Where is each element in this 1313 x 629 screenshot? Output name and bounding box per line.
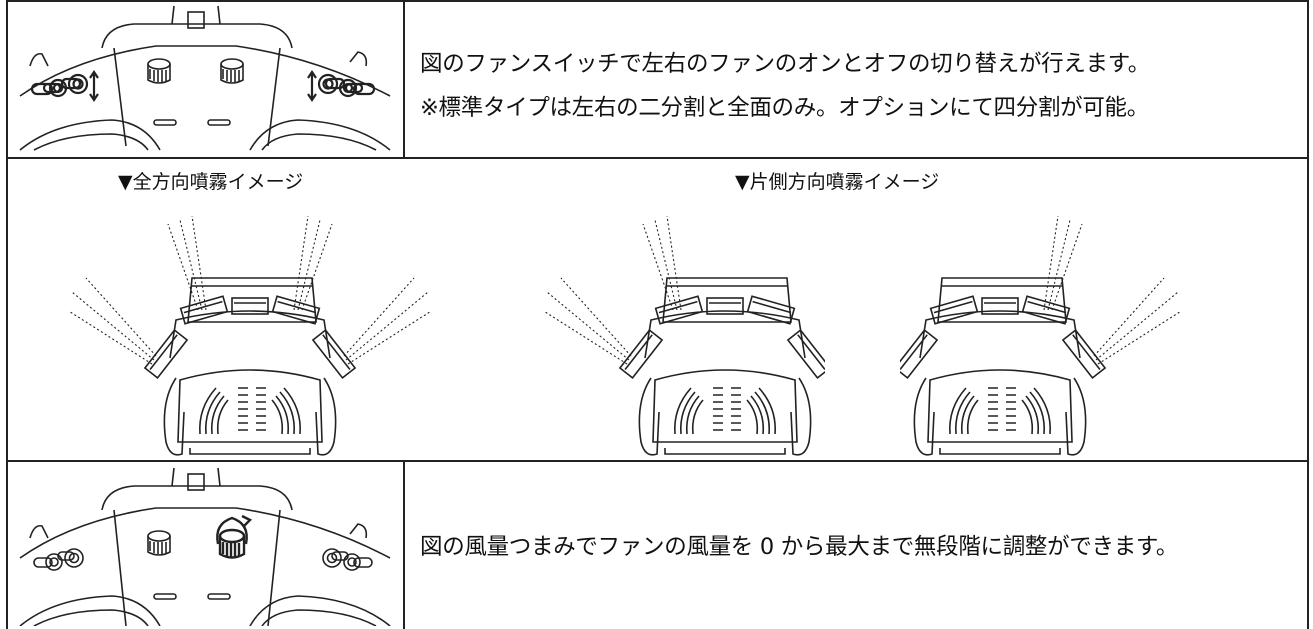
document-table [6,0,1309,629]
row-divider [6,460,1309,462]
all-direction-caption: ▼全方向噴霧イメージ [118,171,304,193]
table-border-top [6,0,1309,2]
fan-switch-controller-icon [14,4,396,154]
sprayer-all-direction-icon [70,212,430,456]
sprayer-one-side-icon [545,212,825,456]
fan-volume-description: 図の風量つまみでファンの風量を 0 から最大まで無段階に調整ができます。 [420,534,1179,560]
row-divider [6,157,1309,159]
column-divider [403,460,405,629]
sprayer-one-side-icon [900,212,1180,456]
one-side-caption: ▼片側方向噴霧イメージ [735,171,940,193]
fan-volume-knob-controller-icon [14,466,396,626]
fan-switch-description: 図のファンスイッチで左右のファンのオンとオフの切り替えが行えます。 [420,51,1150,77]
column-divider [403,0,405,158]
option-note: ※標準タイプは左右の二分割と全面のみ。オプションにて四分割が可能。 [420,95,1149,121]
